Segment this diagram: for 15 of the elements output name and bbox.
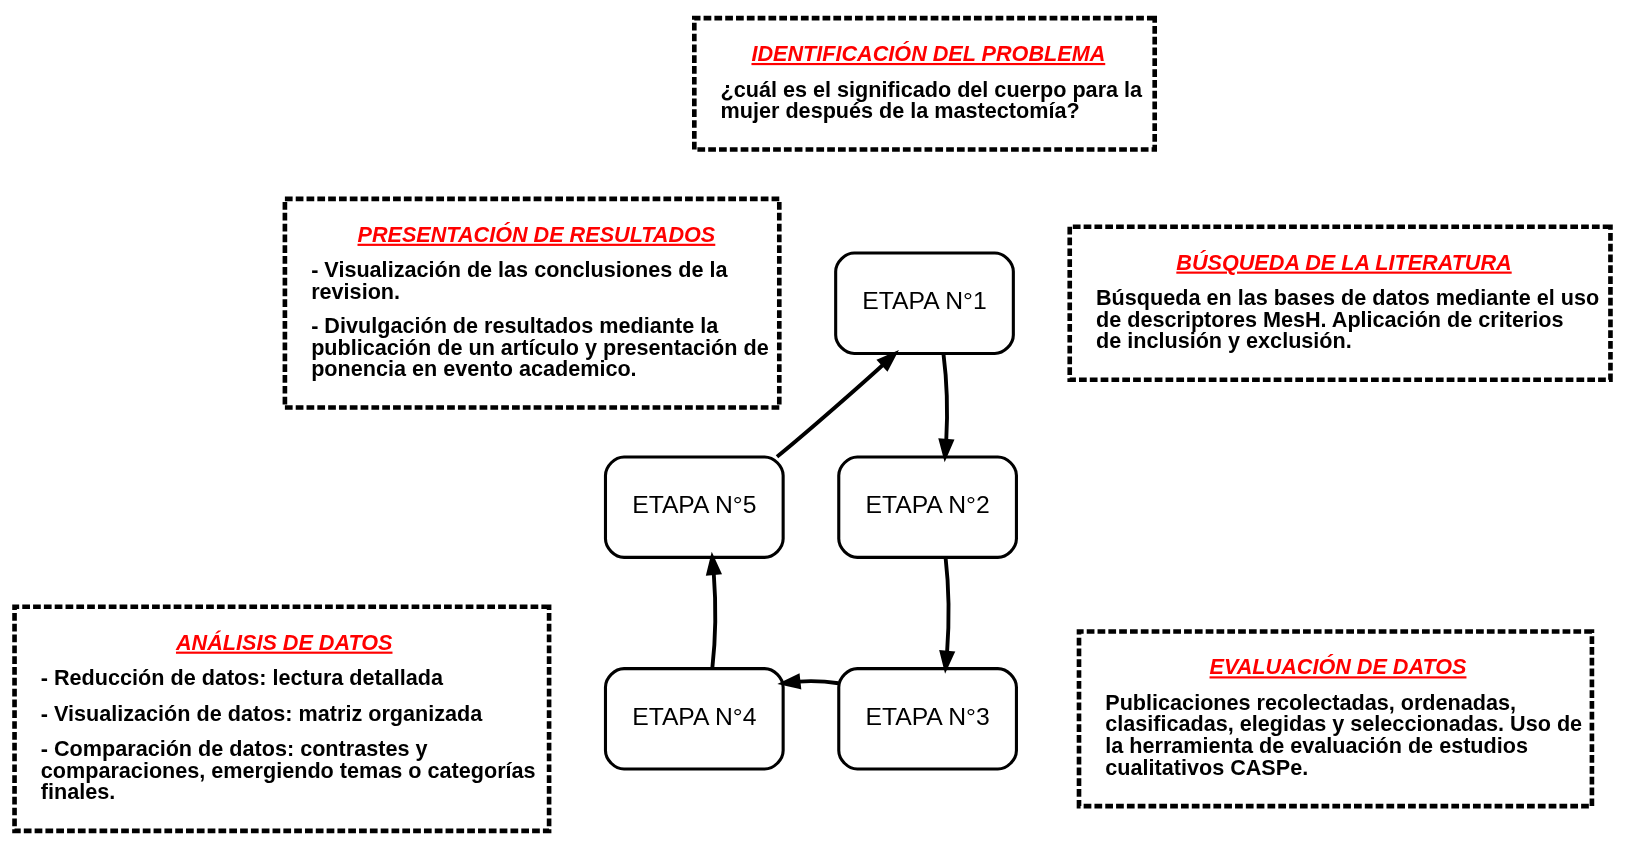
node-box: BÚSQUEDA DE LA LITERATURA Búsqueda en las bases de datos mediante el uso de descriptores MesH. Aplicación de criterios de inclusión y exclusión. [1067,224,1613,382]
node-box: ETAPA N°4 [603,667,785,771]
arrow [938,353,955,463]
node-box: ETAPA N°5 [603,455,785,559]
arrow [777,673,839,690]
arrow [939,557,956,674]
node-box: PRESENTACIÓN DE RESULTADOS - Visualización de las conclusiones de la revision. - Divulgación de resultados mediante la publicación de un artículo y presentación de ponencia en evento academico. [282,196,782,410]
node-box: ETAPA N°2 [837,455,1018,559]
node-box: EVALUACIÓN DE DATOS Publicaciones recolectadas, ordenadas, clasificadas, elegidas y seleccionadas. Uso de la herramienta de evaluación de estudios cualitativos CASPe. [1076,629,1595,809]
node-box: ANÁLISIS DE DATOS - Reducción de datos: lectura detallada - Visualización de datos: matriz organizada - Comparación de datos: contrastes y comparaciones, emergiendo temas o categorías finales. [12,604,552,834]
node-box: ETAPA N°1 [834,251,1015,355]
node-box: ETAPA N°3 [837,667,1018,771]
arrow [705,551,722,669]
arrow [775,349,899,459]
node-box: IDENTIFICACIÓN DEL PROBLEMA ¿cuál es el significado del cuerpo para la mujer después de la mastectomía? [692,15,1158,152]
